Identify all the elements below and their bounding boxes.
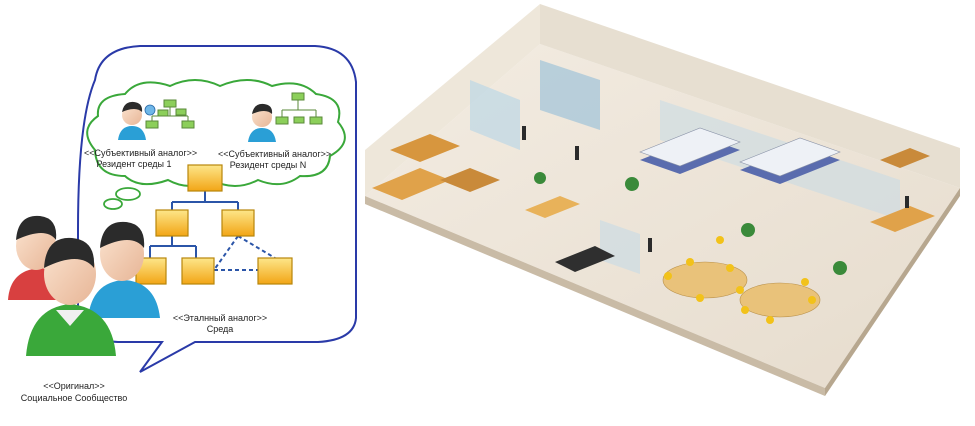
- tree-node-leaf-2: [182, 258, 214, 284]
- reference-name: Среда: [170, 324, 270, 335]
- thought-bubble-medium: [116, 188, 140, 200]
- community-people-icon: [8, 216, 160, 356]
- resident-n-stereotype: <<Субъективный аналог>>: [218, 149, 318, 160]
- resident-1-globe-icon: [145, 105, 155, 115]
- tree-node-root: [188, 165, 222, 191]
- resident-1-stereotype: <<Субъективный аналог>>: [84, 148, 184, 159]
- original-name: Социальное Сообщество: [14, 393, 134, 404]
- tree-node-leaf-3: [258, 258, 292, 284]
- resident-1-name: Резидент среды 1: [84, 159, 184, 170]
- resident-n-name: Резидент среды N: [218, 160, 318, 171]
- tree-node-left: [156, 210, 188, 236]
- original-stereotype: <<Оригинал>>: [14, 381, 134, 392]
- reference-stereotype: <<Эталнный аналог>>: [170, 313, 270, 324]
- tree-node-right: [222, 210, 254, 236]
- office-floor-plan-illustration: [365, 4, 960, 396]
- thought-bubble-small: [104, 199, 122, 209]
